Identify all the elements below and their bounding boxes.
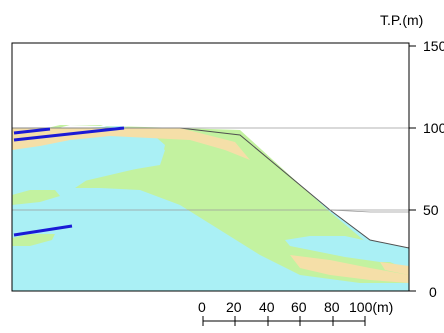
- axis-label-150: 150: [423, 38, 444, 54]
- beige-zone-top: [12, 128, 250, 160]
- axis-label-50: 50: [423, 202, 439, 218]
- plot-frame: [11, 42, 410, 292]
- scale-label-0: 0: [198, 299, 206, 315]
- beige-patch-right-end: [380, 262, 409, 275]
- reference-line-right: [329, 209, 409, 213]
- dark-blue-line-3: [13, 224, 73, 237]
- scale-label-100m: 100(m): [349, 299, 393, 315]
- beige-zone-right: [290, 255, 409, 283]
- axis-label-0: 0: [429, 284, 437, 300]
- dark-blue-line-1: [13, 127, 51, 135]
- green-lens-left-1: [12, 190, 60, 205]
- blue-lens-right: [285, 236, 409, 262]
- scale-label-40: 40: [259, 299, 275, 315]
- scale-label-80: 80: [324, 299, 340, 315]
- green-lens-left-2: [12, 234, 55, 246]
- axis-unit-label: T.P.(m): [380, 12, 423, 28]
- dark-blue-line-2: [13, 126, 125, 142]
- axis-label-100: 100: [423, 120, 444, 136]
- scale-label-20: 20: [226, 299, 242, 315]
- scale-label-60: 60: [291, 299, 307, 315]
